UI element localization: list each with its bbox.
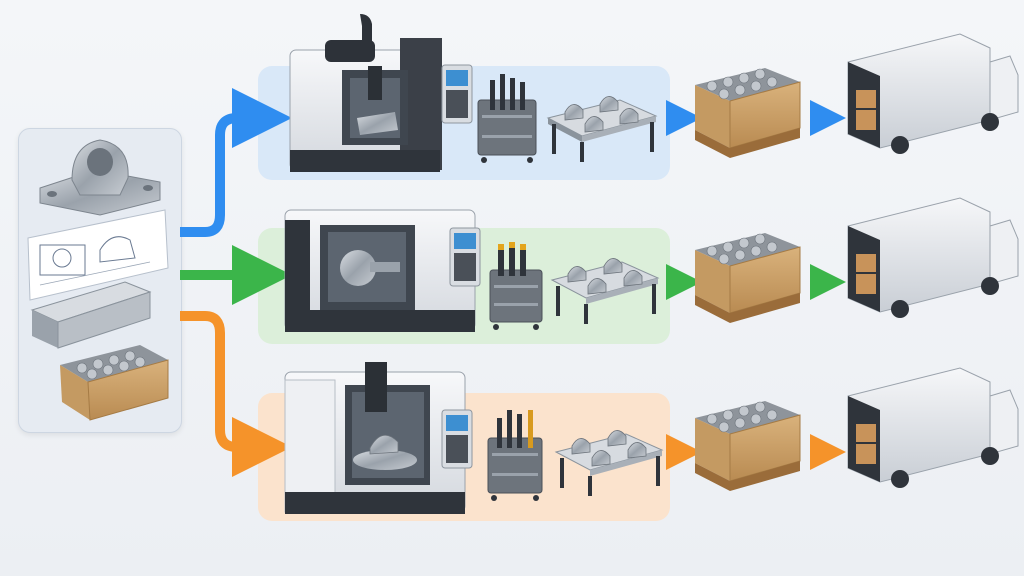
parts-crate-icon [60,345,169,421]
tool-cart-icon [489,242,543,330]
fixture-table-icon [546,96,658,162]
parts-crate-on-pallet-icon [695,68,801,158]
pillow-block-part-icon [39,139,161,216]
raw-stock-bar-icon [30,281,152,349]
technical-drawing-icon [27,209,169,301]
parts-crate-on-pallet-icon [695,401,801,491]
delivery-truck-icon [847,33,1019,154]
delivery-truck-icon [847,367,1019,488]
delivery-truck-icon [847,197,1019,318]
tool-cart-icon [477,74,537,163]
parts-crate-on-pallet-icon [695,233,801,323]
cnc-machine-icon [284,362,473,514]
fixture-table-icon [550,258,660,324]
cnc-machine-icon [284,209,481,332]
cnc-machine-icon [289,14,473,172]
flow-arrow-milling [180,88,292,237]
tool-cart-icon [487,410,543,501]
flow-arrow-five-axis [180,311,292,477]
fixture-table-icon [554,430,664,496]
